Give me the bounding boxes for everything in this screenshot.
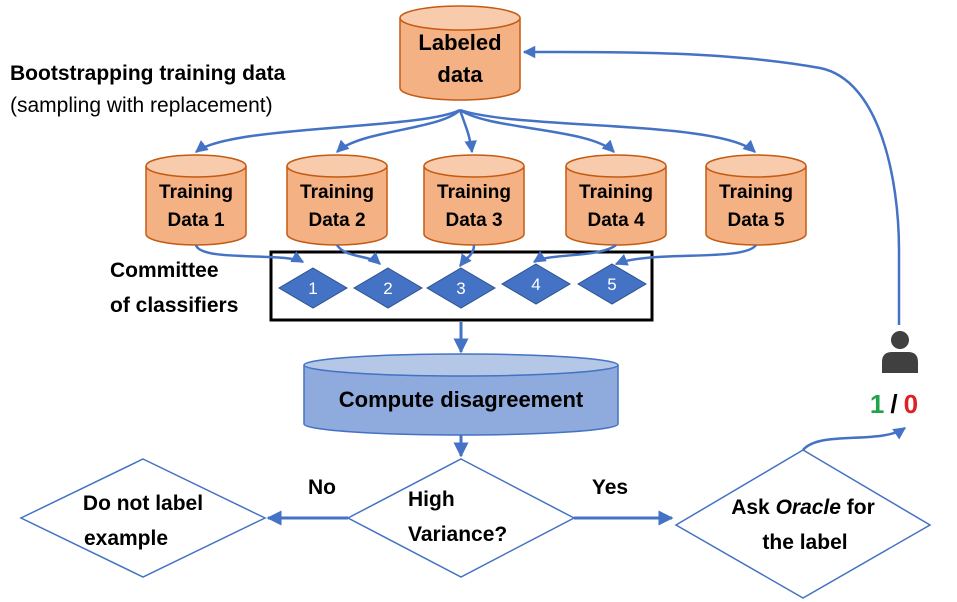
train-arrow-3	[459, 244, 476, 267]
train-arrow-1	[194, 244, 305, 264]
labeled-data-cylinder: Labeled data	[399, 5, 521, 101]
classifier-1-label: 1	[308, 279, 317, 298]
training-data-4-line1: Training	[579, 182, 653, 203]
answer-zero: 0	[904, 389, 918, 419]
classifier-5: 5	[577, 263, 647, 305]
bootstrap-arrow-4	[459, 108, 615, 153]
training-data-3-line2: Data 3	[445, 210, 502, 231]
committee-box	[269, 250, 654, 322]
do-not-label-line1: Do not label	[83, 492, 203, 515]
compute-disagreement-cylinder: Compute disagreement	[303, 353, 619, 436]
labeled-data-label-line2: data	[437, 62, 483, 87]
training-data-4-line2: Data 4	[587, 210, 644, 231]
classifier-5-label: 5	[607, 275, 616, 294]
train-arrow-5	[614, 244, 758, 266]
high-variance-decision: High Variance?	[346, 458, 576, 578]
do-not-label-line2: example	[84, 527, 168, 550]
classifier-2-label: 2	[383, 279, 392, 298]
classifier-3: 3	[426, 267, 496, 309]
decision-label-line1: High	[408, 488, 455, 511]
bootstrap-arrow-3	[458, 109, 477, 154]
bootstrap-subtitle: (sampling with replacement)	[10, 94, 273, 117]
answer-slash: /	[890, 389, 897, 419]
labeled-data-label-line1: Labeled	[418, 30, 501, 55]
training-data-5: Training Data 5	[705, 154, 807, 246]
bootstrap-arrow-5	[459, 108, 756, 153]
feedback-arrow	[522, 45, 901, 325]
train-arrow-4	[532, 243, 617, 264]
training-to-classifier-arrows	[194, 243, 758, 267]
classifier-3-label: 3	[456, 279, 465, 298]
oracle-label-line2: the label	[762, 531, 847, 554]
training-data-5-line2: Data 5	[727, 210, 784, 231]
bootstrap-title: Bootstrapping training data	[10, 62, 286, 85]
person-icon	[882, 331, 918, 373]
classifier-2: 2	[353, 267, 423, 309]
train-arrow-2	[335, 244, 381, 266]
classifier-4-label: 4	[531, 275, 540, 294]
bootstrap-arrow-2	[336, 109, 461, 153]
training-data-1-line2: Data 1	[167, 210, 224, 231]
answer-one: 1	[870, 389, 884, 419]
decision-label-line2: Variance?	[408, 523, 507, 546]
committee-label-line1: Committee	[110, 259, 219, 282]
training-data-2: Training Data 2	[286, 154, 388, 246]
bootstrap-arrows	[195, 108, 756, 154]
training-data-1-line1: Training	[159, 182, 233, 203]
training-data-2-line2: Data 2	[308, 210, 365, 231]
training-data-3-line1: Training	[437, 182, 511, 203]
classifier-1: 1	[278, 267, 348, 309]
oracle-to-answer-arrow	[802, 426, 907, 451]
yes-label: Yes	[592, 476, 628, 499]
ask-oracle-node: Ask Oracle for the label	[674, 449, 932, 599]
no-label: No	[308, 476, 336, 499]
training-data-1: Training Data 1	[145, 154, 247, 246]
training-data-5-line1: Training	[719, 182, 793, 203]
compute-disagreement-label: Compute disagreement	[339, 387, 584, 412]
training-data-3: Training Data 3	[423, 154, 525, 246]
bootstrap-arrow-1	[195, 108, 461, 153]
classifier-4: 4	[501, 263, 571, 305]
training-data-2-line1: Training	[300, 182, 374, 203]
do-not-label-node: Do not label example	[19, 458, 267, 578]
committee-label-line2: of classifiers	[110, 294, 238, 317]
oracle-label-line1: Ask Oracle for	[731, 496, 875, 519]
oracle-answer: 1/0	[870, 389, 918, 419]
training-data-4: Training Data 4	[565, 154, 667, 246]
